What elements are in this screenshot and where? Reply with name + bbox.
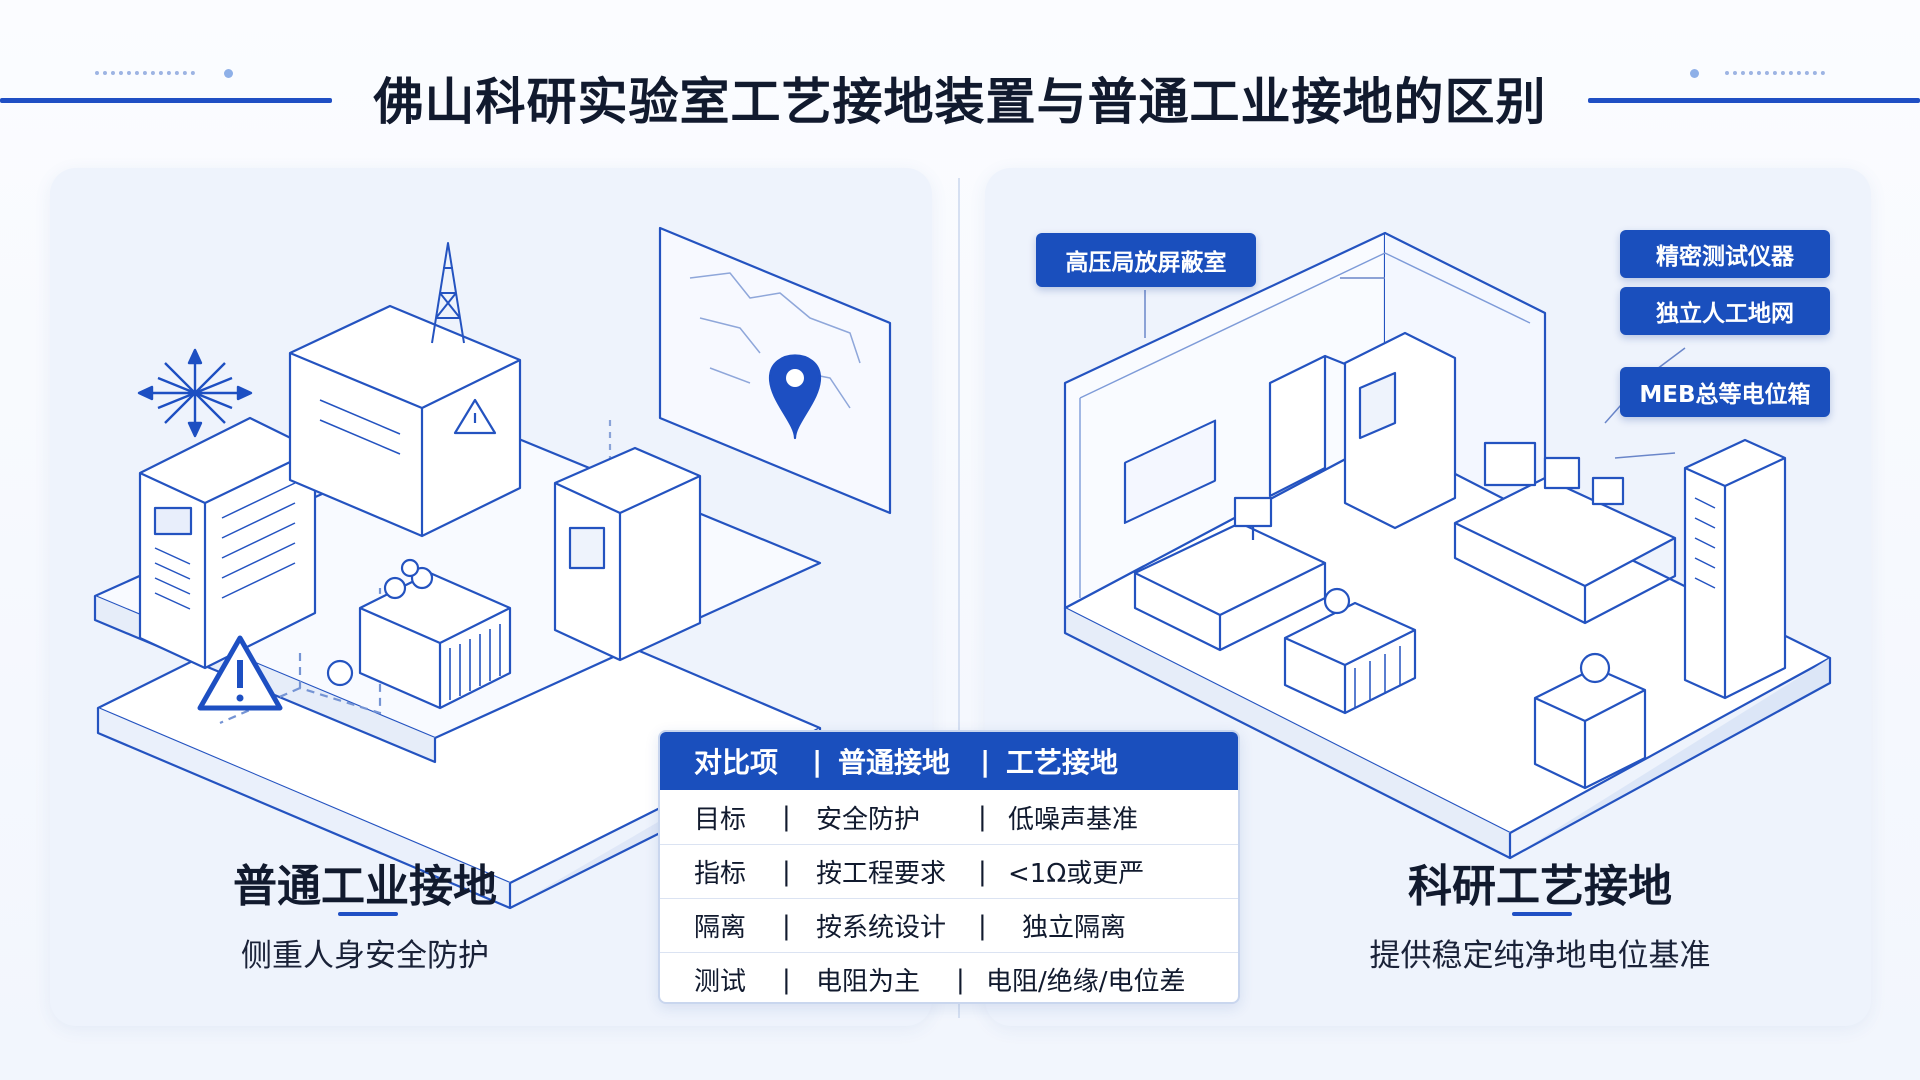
table-header-separator: | [812, 744, 823, 778]
table-header-cell: 普通接地 [838, 746, 951, 779]
table-row: 测试 | 电阻为主 | 电阻/绝缘/电位差 [660, 952, 1238, 1002]
table-cell: 独立隔离 [1022, 913, 1127, 943]
table-header-row: 对比项 | 普通接地 | 工艺接地 [660, 732, 1238, 790]
control-cabinet-icon [553, 446, 702, 662]
panel-divider [958, 178, 960, 1018]
table-row: 隔离 | 按系统设计 | 独立隔离 [660, 898, 1238, 952]
right-subtitle: 提供稳定纯净地电位基准 [1369, 938, 1711, 974]
table-separator: | [782, 856, 791, 887]
tag-meb-box: MEB总等电位箱 [1620, 367, 1830, 417]
comparison-table: 对比项 | 普通接地 | 工艺接地 目标 | 安全防护 | 低噪声基准 指标 |… [658, 730, 1240, 1004]
tag-precision-instrument: 精密测试仪器 [1620, 230, 1830, 278]
door-icon [1268, 354, 1327, 498]
table-cell: 指标 [694, 859, 747, 889]
table-cell: 目标 [694, 804, 747, 835]
server-rack-icon [1683, 438, 1787, 700]
compass-icon [137, 348, 253, 438]
left-heading-underline [338, 912, 398, 916]
table-separator: | [978, 856, 987, 887]
title-deco-dots-right [1725, 71, 1825, 75]
title-deco-dot-right [1690, 69, 1699, 78]
tag-shield-room: 高压局放屏蔽室 [1036, 233, 1256, 287]
title-deco-dots-left [95, 71, 195, 75]
table-row: 目标 | 安全防护 | 低噪声基准 [660, 790, 1238, 844]
table-cell: 隔离 [694, 913, 747, 943]
table-cell: 电阻/绝缘/电位差 [986, 967, 1186, 997]
title-deco-line-right [1588, 98, 1920, 103]
transformer-box-icon [288, 304, 522, 538]
table-cell: 安全防护 [816, 804, 921, 835]
table-cell: 电阻为主 [816, 967, 921, 997]
table-header-cell: 工艺接地 [1006, 746, 1119, 779]
table-row: 指标 | 按工程要求 | <1Ω或更严 [660, 844, 1238, 898]
table-separator: | [978, 910, 987, 941]
right-heading: 科研工艺接地 [1408, 861, 1672, 912]
table-cell: 低噪声基准 [1008, 804, 1139, 835]
left-heading: 普通工业接地 [233, 861, 497, 912]
table-separator: | [978, 802, 987, 832]
table-separator: | [782, 964, 791, 995]
table-header-separator: | [980, 744, 991, 778]
page-title: 佛山科研实验室工艺接地装置与普通工业接地的区别 [373, 73, 1547, 131]
instrument-rack-icon [1283, 601, 1417, 715]
table-separator: | [782, 910, 791, 941]
table-separator: | [956, 964, 965, 995]
title-deco-line-left [0, 98, 332, 103]
title-deco-dot-left [224, 69, 233, 78]
table-cell: 按系统设计 [816, 913, 947, 943]
power-tower-icon [431, 242, 465, 344]
title-bar [0, 40, 1920, 160]
tag-ground-net: 独立人工地网 [1620, 287, 1830, 335]
lab-grounding-illustration [1063, 231, 1832, 860]
table-header-cell: 对比项 [694, 746, 779, 779]
table-cell: 按工程要求 [816, 859, 947, 889]
table-separator: | [782, 802, 791, 832]
table-cell: <1Ω或更严 [1008, 859, 1145, 889]
left-subtitle: 侧重人身安全防护 [241, 938, 489, 974]
right-heading-underline [1512, 912, 1572, 916]
table-cell: 测试 [694, 967, 747, 997]
